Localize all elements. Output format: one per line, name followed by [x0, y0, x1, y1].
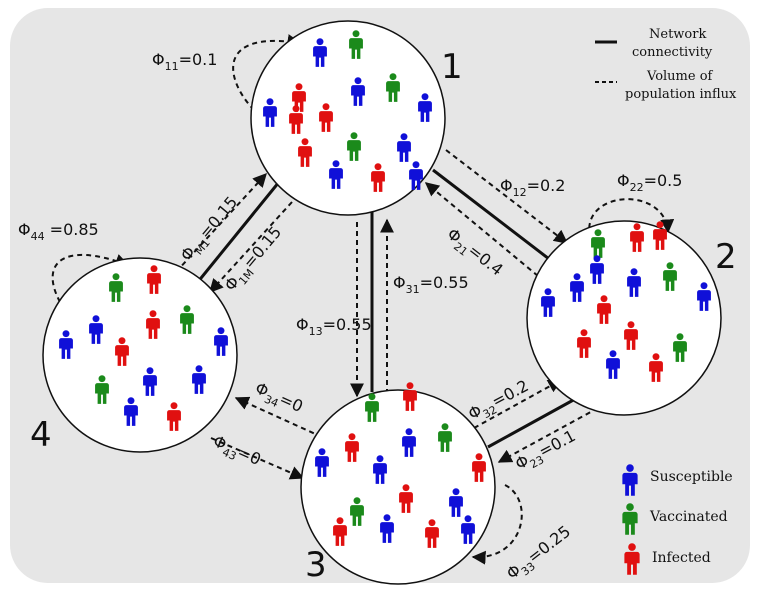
label-phi11: Φ11=0.1 [152, 50, 217, 73]
legend-susceptible-label: Susceptible [650, 469, 733, 485]
legend-network-line2: connectivity [632, 45, 713, 60]
self-loop-4 [51, 254, 130, 303]
self-loop-2 [588, 198, 675, 238]
link-2-3 [487, 396, 578, 449]
legend: Network connectivity Volume of populatio… [595, 27, 737, 575]
population-3-circle [300, 389, 496, 585]
label-phi31: Φ31=0.55 [393, 273, 469, 296]
population-2-circle [526, 220, 722, 416]
link-1-2 [432, 168, 554, 264]
self-loop-3 [471, 484, 523, 565]
node-label-1: 1 [441, 47, 463, 87]
link-1-4 [195, 181, 281, 284]
label-phi13: Φ13=0.55 [296, 315, 372, 338]
self-loop-1 [232, 34, 302, 111]
arrow-3-to-2 [473, 379, 563, 429]
label-phi44: Φ44 =0.85 [18, 220, 99, 243]
legend-vaccinated-label: Vaccinated [649, 509, 728, 525]
arrow-4-to-3 [210, 437, 305, 480]
legend-influx-line2: population influx [625, 87, 737, 102]
arrow-1-to-2 [445, 149, 569, 244]
label-phi22: Φ22=0.5 [617, 171, 682, 194]
arrow-1-to-4 [209, 201, 293, 294]
background-panel [10, 8, 750, 583]
arrow-2-to-1 [424, 182, 539, 277]
node-label-2: 2 [715, 237, 737, 277]
label-phi12: Φ12=0.2 [500, 176, 565, 199]
node-label-3: 3 [305, 545, 327, 585]
arrow-4-to-1 [175, 172, 267, 273]
arrow-2-to-3 [497, 407, 599, 463]
node-label-4: 4 [30, 415, 52, 455]
legend-network-line1: Network [649, 27, 706, 42]
population-1-circle [250, 20, 446, 216]
arrow-3-to-4 [234, 396, 323, 438]
legend-influx-line1: Volume of [646, 69, 714, 84]
legend-infected-label: Infected [652, 550, 711, 566]
population-4-circle [42, 257, 238, 453]
